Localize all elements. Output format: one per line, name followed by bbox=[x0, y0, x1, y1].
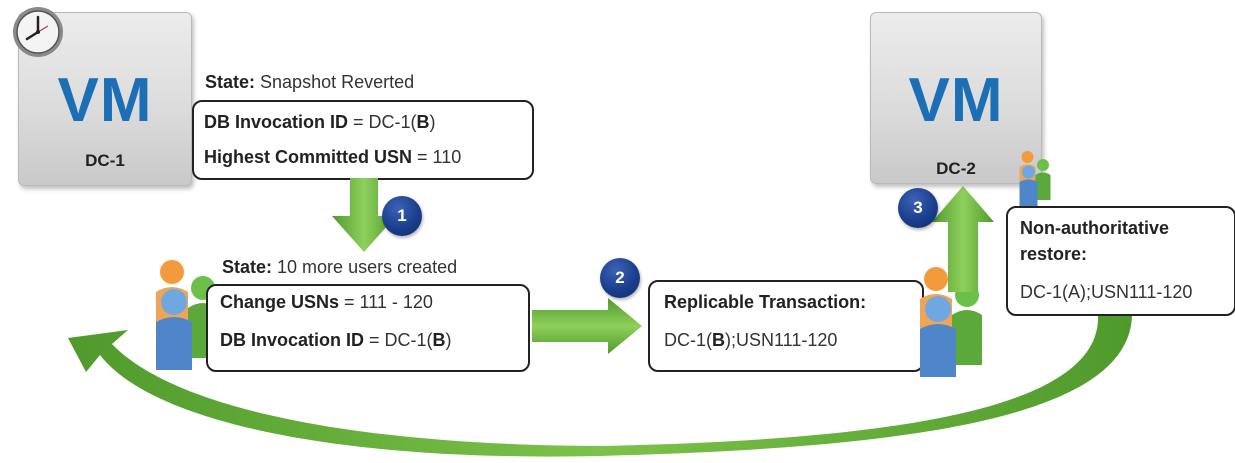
users-group-icon bbox=[920, 267, 982, 377]
replicable-value-suffix: );USN111-120 bbox=[725, 330, 838, 350]
dc1-usn-row: Highest Committed USN = 110 bbox=[204, 147, 461, 168]
dc1-state-label: State: bbox=[205, 72, 256, 92]
dc1-vm-logo: VM bbox=[57, 66, 153, 135]
restore-value: DC-1(A);USN111-120 bbox=[1020, 282, 1193, 302]
restore-box: Non-authoritative restore: DC-1(A);USN11… bbox=[1006, 206, 1235, 316]
replicable-title: Replicable Transaction: bbox=[664, 292, 866, 313]
replicable-value-prefix: DC-1( bbox=[664, 330, 712, 350]
step2-info-box: Change USNs = 111 - 120 DB Invocation ID… bbox=[206, 284, 530, 372]
dc1-usn-key: Highest Committed USN bbox=[204, 147, 413, 167]
replicable-title-text: Replicable Transaction: bbox=[664, 292, 867, 312]
step2-invocation-suffix: ) bbox=[445, 330, 452, 350]
step-3-badge: 3 bbox=[898, 188, 938, 228]
dc1-invocation-suffix: ) bbox=[429, 112, 436, 132]
dc1-vm-name: DC-1 bbox=[85, 151, 125, 170]
right-arrow bbox=[532, 298, 642, 354]
step-1-badge: 1 bbox=[382, 196, 422, 236]
replicable-value-bold: B bbox=[712, 330, 725, 350]
restore-title-2: restore: bbox=[1020, 244, 1087, 265]
step2-usn-row: Change USNs = 111 - 120 bbox=[220, 292, 433, 313]
down-arrow bbox=[332, 178, 396, 252]
dc1-invocation-prefix: = DC-1( bbox=[348, 112, 417, 132]
dc2-vm-logo: VM bbox=[908, 66, 1004, 135]
restore-title-1: Non-authoritative bbox=[1020, 218, 1169, 239]
step-2-badge: 2 bbox=[600, 258, 640, 298]
restore-title-line1: Non-authoritative bbox=[1020, 218, 1170, 238]
dc2-vm-tile: VM DC-2 bbox=[870, 12, 1042, 184]
restore-title-line2: restore: bbox=[1020, 244, 1088, 264]
users-group-icon bbox=[1019, 151, 1051, 206]
dc1-state-value: Snapshot Reverted bbox=[260, 72, 415, 92]
step2-usn-value: = 111 - 120 bbox=[339, 292, 433, 312]
dc1-vm-tile: VM DC-1 bbox=[18, 12, 192, 186]
clock-icon bbox=[13, 7, 63, 57]
up-arrow bbox=[932, 186, 994, 292]
step2-invocation-bold: B bbox=[432, 330, 446, 350]
step2-state-label: State: bbox=[222, 257, 273, 277]
dc2-vm-name: DC-2 bbox=[936, 159, 976, 178]
step2-usn-key: Change USNs bbox=[220, 292, 340, 312]
restore-value-row: DC-1(A);USN111-120 bbox=[1020, 282, 1192, 303]
replicable-transaction-box: Replicable Transaction: DC-1(B);USN111-1… bbox=[648, 280, 924, 372]
dc1-usn-value: = 110 bbox=[412, 147, 462, 167]
dc1-invocation-bold: B bbox=[416, 112, 430, 132]
step2-invocation-prefix: = DC-1( bbox=[364, 330, 433, 350]
dc1-invocation-key: DB Invocation ID bbox=[204, 112, 349, 132]
dc1-info-box: DB Invocation ID = DC-1(B) Highest Commi… bbox=[192, 100, 534, 180]
replicable-value-row: DC-1(B);USN111-120 bbox=[664, 330, 837, 351]
step2-invocation-key: DB Invocation ID bbox=[220, 330, 365, 350]
step2-state-value: 10 more users created bbox=[277, 257, 458, 277]
dc1-state: State: Snapshot Reverted bbox=[205, 72, 414, 93]
step2-invocation-row: DB Invocation ID = DC-1(B) bbox=[220, 330, 452, 351]
dc1-invocation-row: DB Invocation ID = DC-1(B) bbox=[204, 112, 436, 133]
step2-state: State: 10 more users created bbox=[222, 257, 457, 278]
